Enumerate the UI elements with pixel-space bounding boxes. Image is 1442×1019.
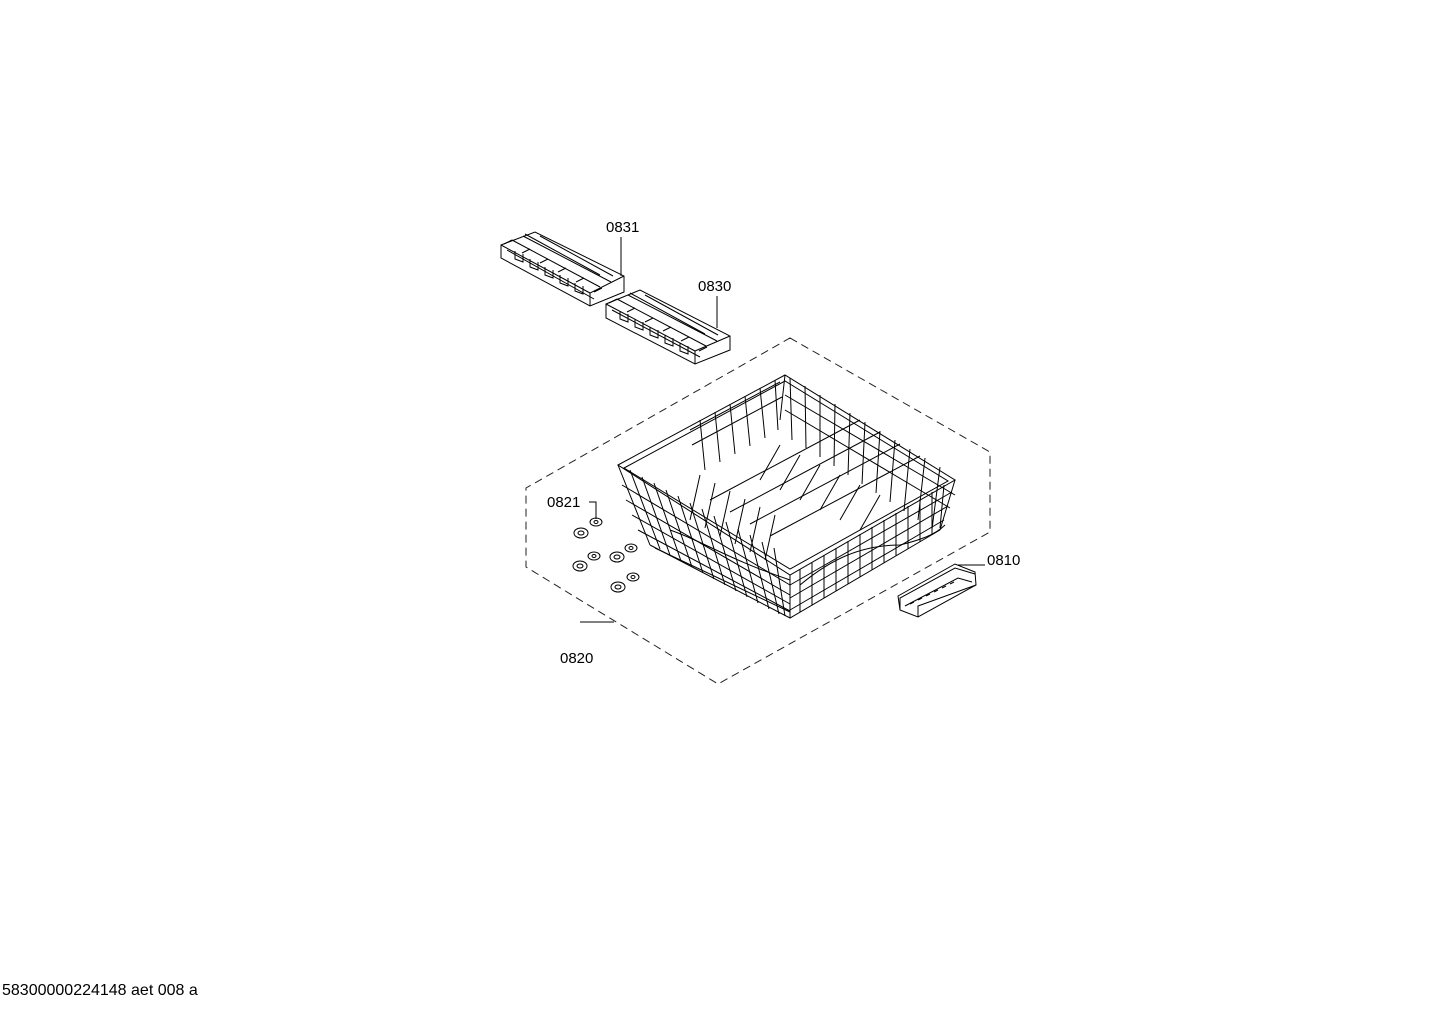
callout-0810: 0810: [987, 552, 1021, 569]
leader-lines: [580, 237, 985, 623]
callout-0820: 0820: [560, 650, 594, 667]
drawing-code: 58300000224148 aet 008 a: [2, 982, 198, 999]
handle-0810: [897, 563, 977, 618]
callout-0821: 0821: [547, 494, 581, 511]
callout-0830: 0830: [698, 278, 732, 295]
wheels-0821: [572, 517, 640, 593]
tine-row-0831: [500, 231, 625, 307]
callout-0831: 0831: [606, 219, 640, 236]
assembly-boundary: [525, 337, 991, 685]
wire-basket-0820: [617, 374, 956, 619]
tine-row-0830: [605, 289, 731, 365]
